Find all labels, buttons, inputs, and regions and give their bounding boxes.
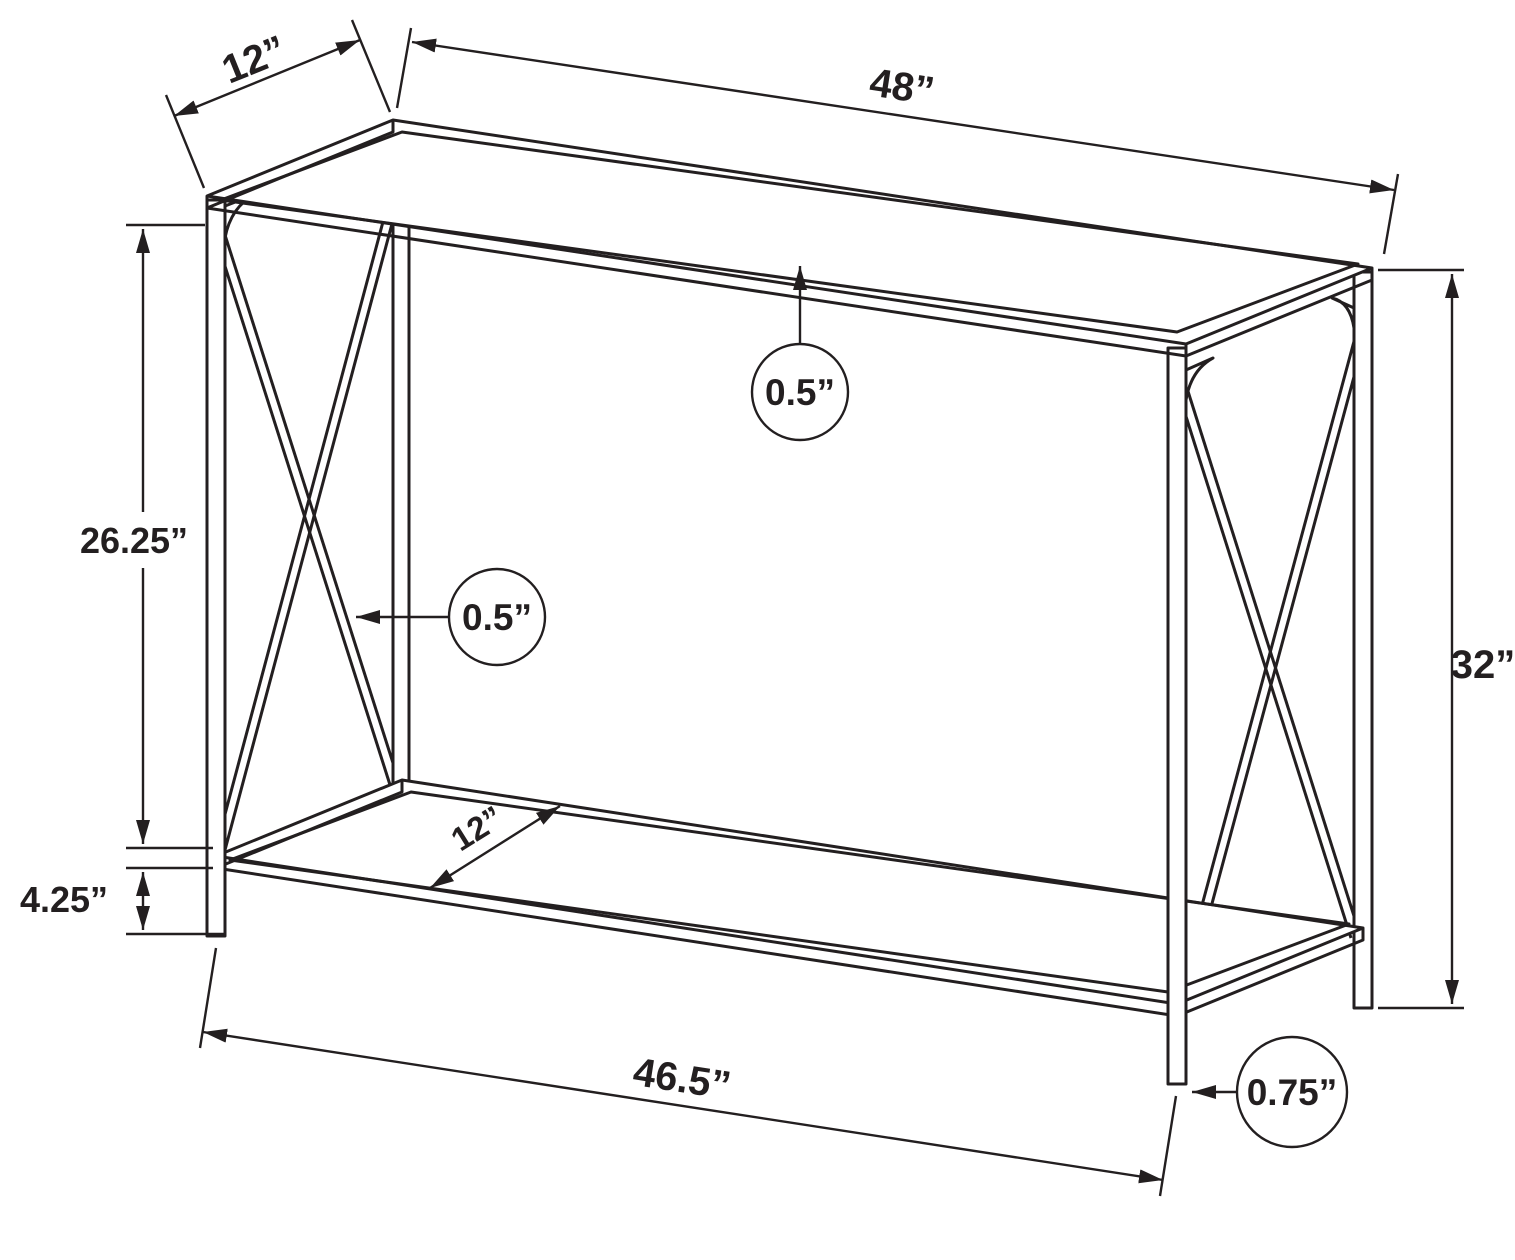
upper-height-label: 26.25” [80, 520, 188, 561]
callout-leg-thickness: 0.75” [1192, 1035, 1349, 1149]
dimension-shelf-clearance: 4.25” [20, 866, 224, 936]
dimension-line [202, 1028, 1164, 1184]
leg-front-right [1166, 346, 1188, 1086]
dimension-upper-height: 26.25” [80, 223, 213, 850]
dimension-line [429, 804, 561, 890]
overall-height-label: 32” [1451, 643, 1515, 687]
tabletop-edge-band [205, 120, 1374, 358]
leg-thickness-label: 0.75” [1247, 1072, 1338, 1113]
x-brace-right [1175, 307, 1374, 1001]
gusset-front-right [1184, 356, 1215, 402]
top-thickness-label: 0.5” [765, 372, 835, 413]
front-legs [205, 198, 1188, 1086]
extension-line [1382, 173, 1400, 255]
leg-back-left [391, 122, 411, 862]
callout-frame-tube: 0.5” [356, 567, 547, 667]
extension-line [198, 947, 218, 1049]
callout-bubble [750, 342, 850, 442]
extension-line [395, 27, 413, 109]
dimension-top-width: 48” [395, 27, 1400, 255]
extension-line [350, 19, 392, 113]
leg-front-left [205, 198, 227, 938]
extension-line [164, 94, 206, 189]
shelf-clearance-label: 4.25” [20, 879, 108, 920]
callout-bubble [1235, 1035, 1349, 1149]
frame-tube-label: 0.5” [462, 597, 532, 638]
dimension-line [173, 38, 361, 118]
callout-top-thickness: 0.5” [750, 266, 850, 442]
dimension-line [411, 38, 1395, 194]
leg-back-right [1352, 270, 1374, 1010]
x-brace-left [214, 157, 411, 851]
callout-bubble [447, 567, 547, 667]
top-width-label: 48” [867, 61, 937, 114]
dimension-overall-height: 32” [1378, 268, 1515, 1010]
